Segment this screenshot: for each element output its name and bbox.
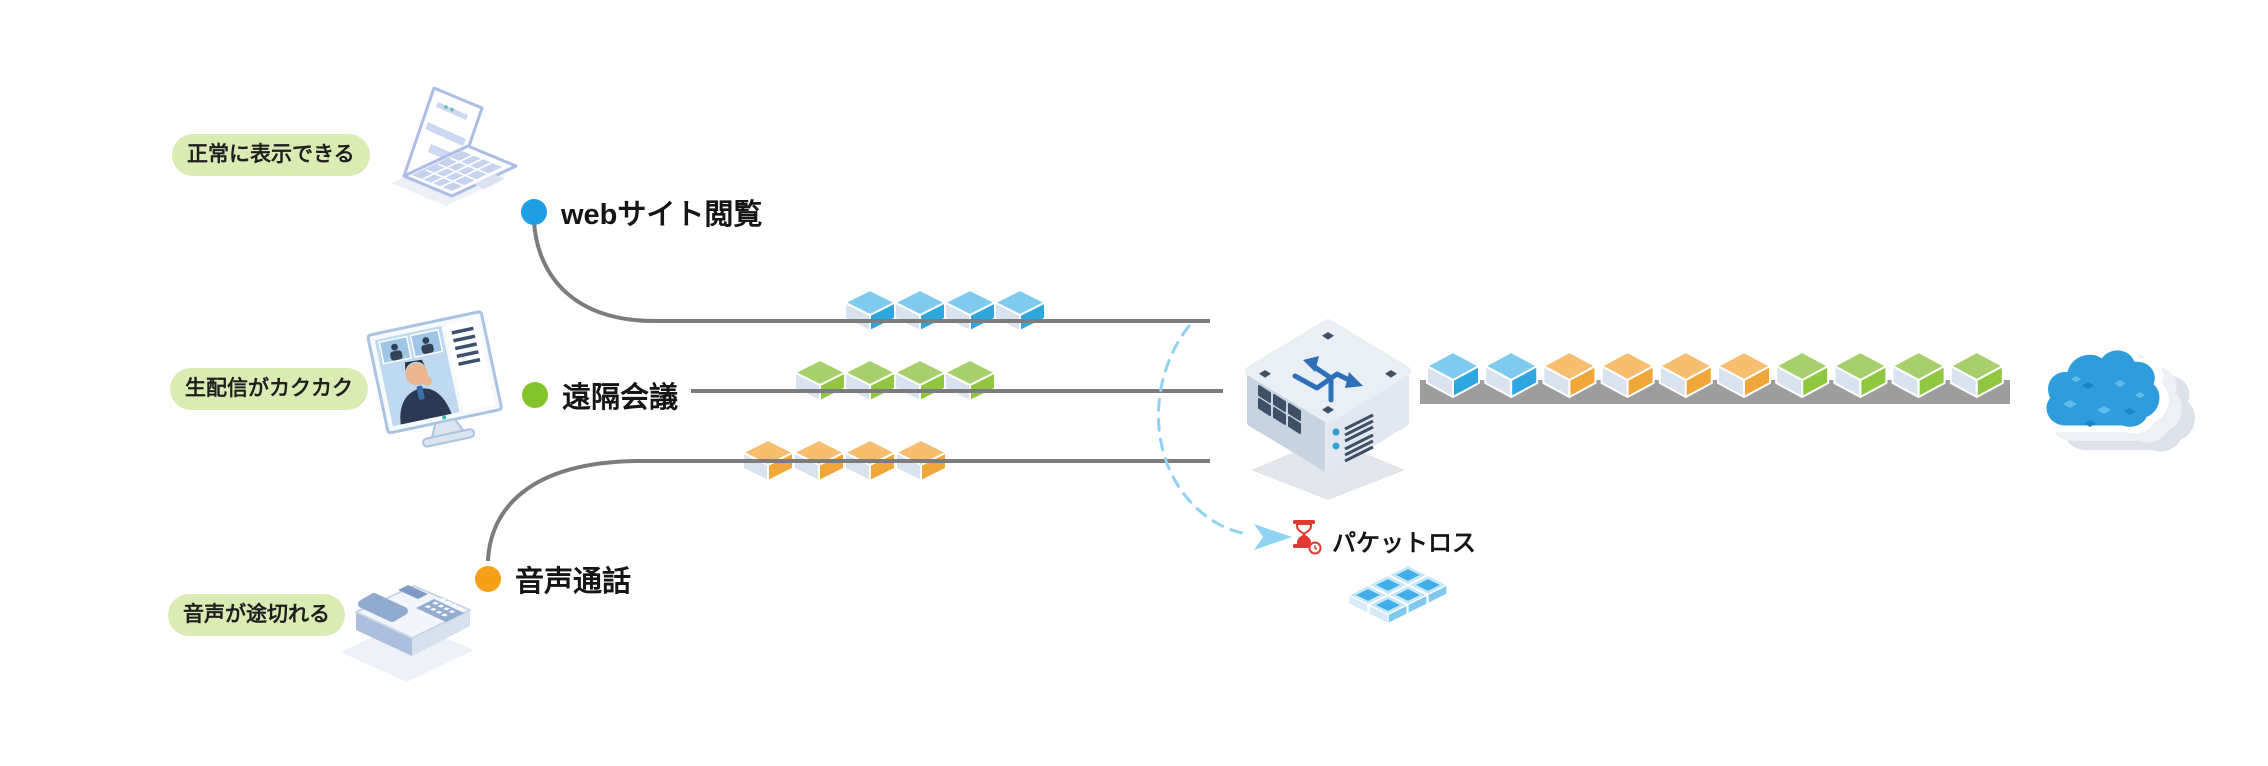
lost-packets-icon [1347,564,1449,625]
lost-packet [1367,594,1409,625]
packet [844,439,896,482]
web-stream-dot [521,199,547,225]
cloud-icon [2037,344,2195,452]
packet [844,359,896,402]
badge-conference-status: 生配信がカクカク [170,368,368,410]
badge-voice-status: 音声が途切れる [168,594,345,636]
badge-web-status: 正常に表示できる [172,134,370,176]
packet [944,359,996,402]
packet-loss-arrowhead [1254,524,1292,550]
web-line [532,221,1210,323]
conference-stream-label: 遠隔会議 [562,382,679,414]
web-stream-label-group: webサイト閲覧 [521,191,762,233]
monitor-icon [366,310,503,448]
laptop-icon [391,86,518,206]
web-stream-label: webサイト閲覧 [561,199,763,231]
packet [994,289,1046,332]
packet-loss-label: パケットロス [1332,530,1476,557]
conference-stream-dot [522,382,548,408]
voice-stream-label: 音声通話 [515,566,632,598]
packet [742,439,794,482]
packet [793,439,845,482]
conference-stream-label-group: 遠隔会議 [522,374,678,416]
packet [895,439,947,482]
voice-stream-dot [475,566,501,592]
packet [894,359,946,402]
voice-line [486,459,1210,562]
trunk-bar [1420,380,2010,404]
voice-stream-label-group: 音声通話 [475,558,631,600]
hourglass-clock-icon [1293,520,1322,555]
crossing-arrows-icon [1292,363,1356,403]
packet [794,359,846,402]
packet [894,289,946,332]
packet [844,289,896,332]
phone-icon [340,585,474,682]
router-icon [1245,319,1411,500]
packet [944,289,996,332]
